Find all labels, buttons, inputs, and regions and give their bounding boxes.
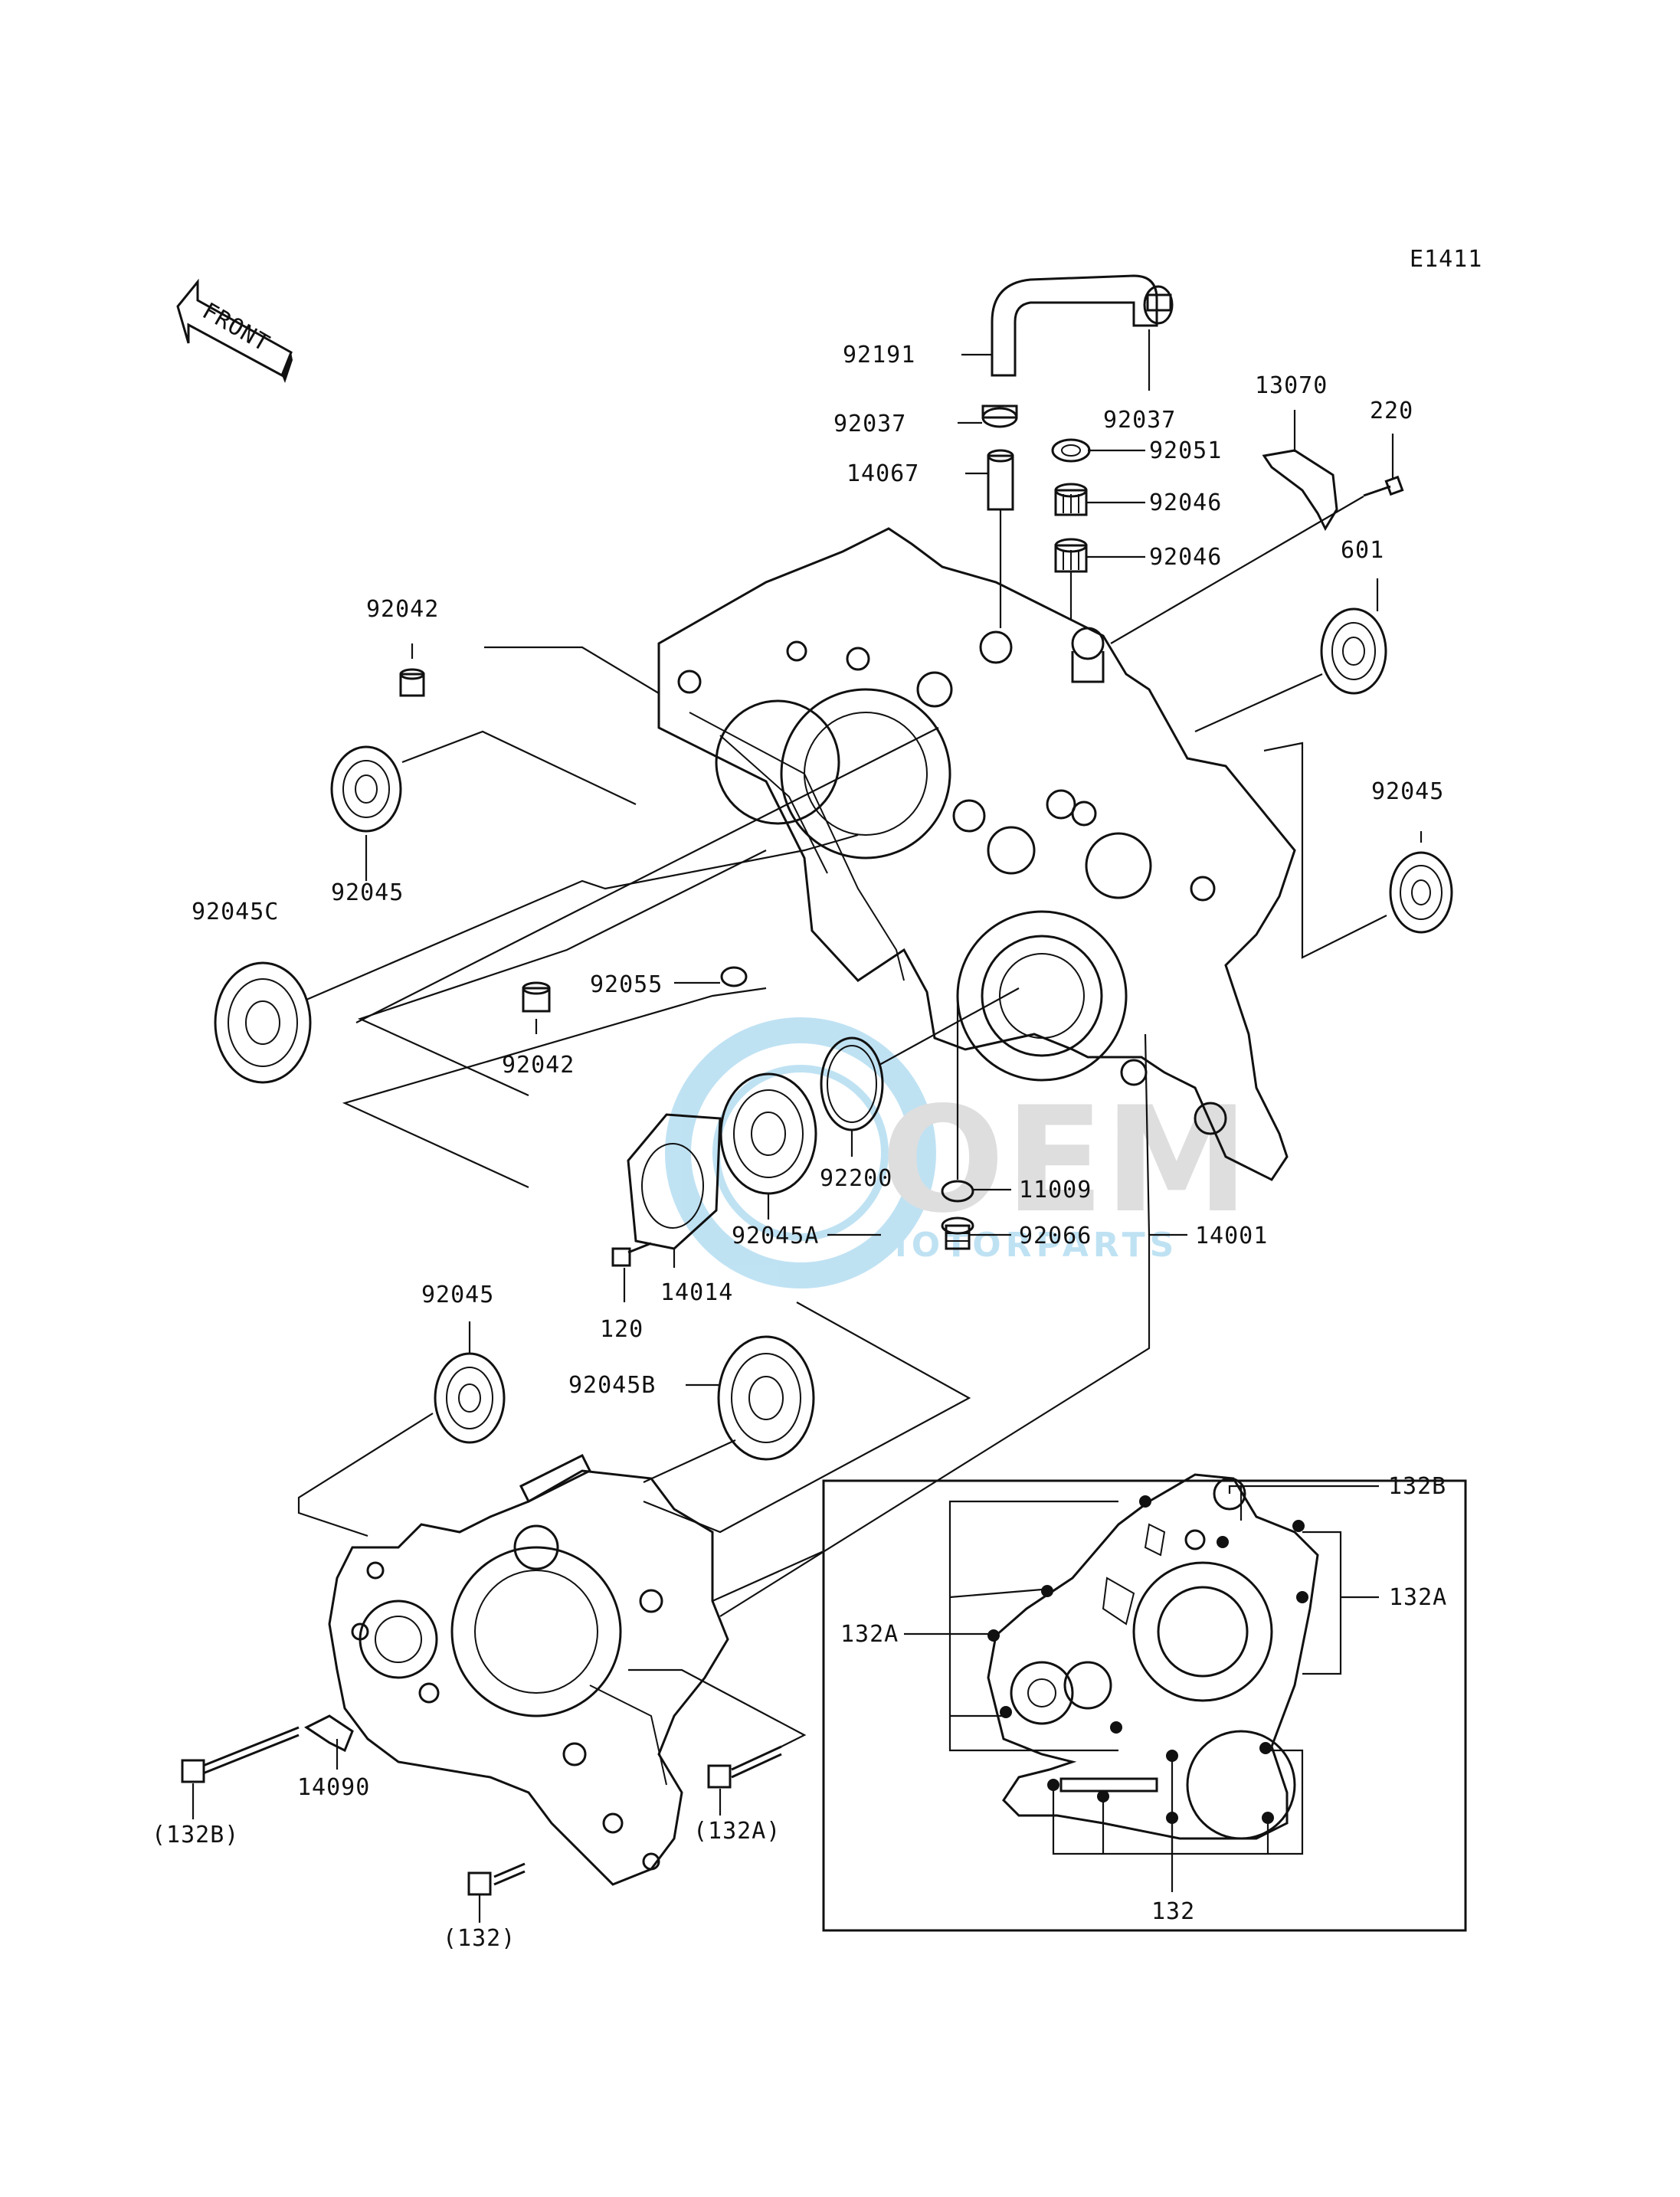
bearing-92045C	[214, 961, 312, 1084]
label-92200: 92200	[820, 1165, 892, 1192]
bearing-92045-d	[434, 1352, 506, 1444]
label-14090: 14090	[297, 1774, 370, 1801]
seal-92051	[1051, 438, 1091, 463]
label-92045A: 92045A	[732, 1223, 819, 1249]
bracket-14090	[304, 1714, 354, 1753]
plate-13070	[1262, 449, 1338, 532]
label-132A-left: 132A	[840, 1621, 899, 1648]
bolt-132B	[181, 1726, 300, 1783]
label-11009: 11009	[1019, 1177, 1092, 1203]
label-92045B: 92045B	[568, 1372, 656, 1399]
label-92042-a: 92042	[366, 596, 439, 623]
bearing-92045-a	[330, 745, 402, 833]
upper-crankcase	[657, 527, 1296, 1181]
clamp-92037-b	[1143, 285, 1174, 325]
label-92066: 92066	[1019, 1223, 1092, 1249]
label-132-paren: (132)	[443, 1925, 516, 1952]
inset-crankcase-view	[987, 1473, 1319, 1840]
label-601: 601	[1341, 537, 1384, 564]
label-92055: 92055	[590, 971, 663, 998]
label-92042-b: 92042	[502, 1052, 575, 1079]
label-132A-paren: (132A)	[693, 1818, 781, 1845]
label-220: 220	[1370, 398, 1413, 424]
label-132: 132	[1151, 1898, 1195, 1925]
label-92045-a: 92045	[331, 879, 404, 906]
oring-92055	[720, 966, 748, 987]
bearing-92045A	[719, 1072, 817, 1195]
lower-crankcase	[328, 1453, 729, 1886]
plug-92066	[941, 1216, 974, 1250]
label-92046-a: 92046	[1149, 489, 1222, 516]
fitting-14067	[987, 449, 1014, 511]
gasket-11009	[941, 1180, 974, 1203]
bearing-92045B	[717, 1335, 815, 1461]
label-14067: 14067	[847, 460, 919, 487]
label-92037-a: 92037	[833, 411, 906, 437]
dowel-92042-a	[399, 668, 425, 697]
label-132B: 132B	[1388, 1473, 1446, 1500]
needle-bearing-92046-b	[1054, 538, 1088, 573]
label-132A-right: 132A	[1389, 1584, 1447, 1611]
label-92045-d: 92045	[421, 1282, 494, 1308]
label-120: 120	[600, 1316, 644, 1343]
label-92045C: 92045C	[192, 899, 279, 925]
label-92191: 92191	[843, 342, 915, 368]
label-14001: 14001	[1195, 1223, 1268, 1249]
label-13070: 13070	[1255, 372, 1328, 399]
bolt-132	[467, 1862, 526, 1896]
bearing-92045-b	[1389, 851, 1453, 934]
cover-14014	[627, 1113, 722, 1250]
label-92037-b: 92037	[1103, 407, 1176, 434]
clamp-92037-a	[981, 404, 1018, 428]
screw-220	[1363, 475, 1404, 497]
front-arrow-icon: FRONT	[176, 278, 293, 383]
leader-lines	[192, 329, 1423, 1923]
bolt-120	[611, 1242, 652, 1267]
label-132B-paren: (132B)	[152, 1822, 239, 1848]
watermark-sub-text: MOTORPARTS	[873, 1226, 1178, 1265]
bolt-132A	[707, 1745, 782, 1789]
label-14014: 14014	[660, 1279, 733, 1306]
needle-bearing-92046-a	[1054, 483, 1088, 516]
diagram-code: E1411	[1410, 246, 1482, 273]
label-92046-b: 92046	[1149, 544, 1222, 571]
bearing-601	[1320, 607, 1387, 695]
label-92045-b: 92045	[1371, 778, 1444, 805]
label-92051: 92051	[1149, 437, 1222, 464]
watermark-logo-text: OEM	[881, 1076, 1249, 1245]
inset-box	[822, 1479, 1467, 1932]
hose-92191	[991, 274, 1158, 377]
part-labels: 92191 92037 92037 14067 92051 92046 9204…	[152, 342, 1447, 1952]
oem-watermark: OEM MOTORPARTS	[665, 1017, 1249, 1288]
dowel-92042-b	[522, 981, 551, 1013]
